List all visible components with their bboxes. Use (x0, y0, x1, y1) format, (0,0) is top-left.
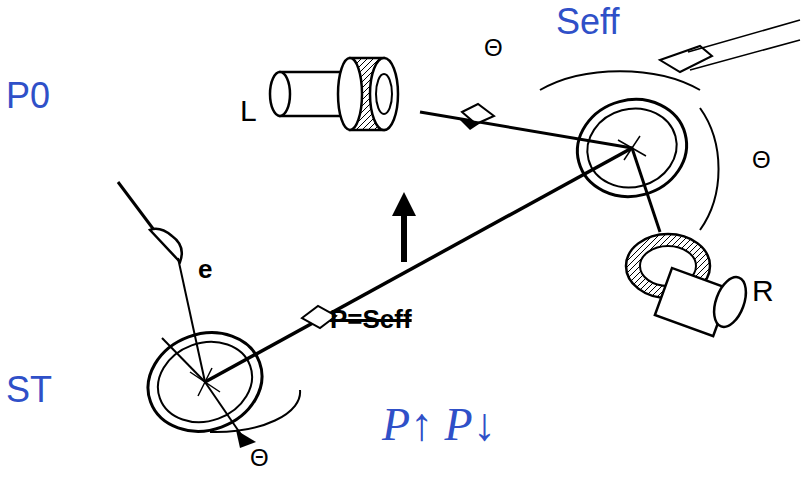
angle-label: Θ (250, 446, 269, 470)
left-detector (270, 58, 398, 130)
scattered-beam (205, 148, 632, 382)
first-scatterer (134, 317, 300, 448)
particle-label: e (198, 256, 212, 282)
detector-label: R (752, 276, 774, 306)
spin-label: ST (6, 372, 52, 408)
struck-formula: P=Seff (330, 306, 412, 332)
electron-symbol (150, 229, 182, 262)
angle-label: Θ (752, 148, 771, 172)
spin-marker (458, 118, 482, 130)
second-scatterer (540, 20, 800, 230)
scattered-beam-left (420, 112, 632, 148)
spin-label: Seff (556, 4, 619, 40)
scattered-beam-right (632, 148, 660, 232)
polarization-arrow (392, 192, 416, 262)
angle-label: Θ (484, 36, 503, 60)
probability-label: P↑ P↓ (382, 402, 496, 448)
right-detector (626, 234, 752, 336)
polarization-label: P0 (6, 78, 50, 114)
detector-label: L (240, 96, 257, 126)
